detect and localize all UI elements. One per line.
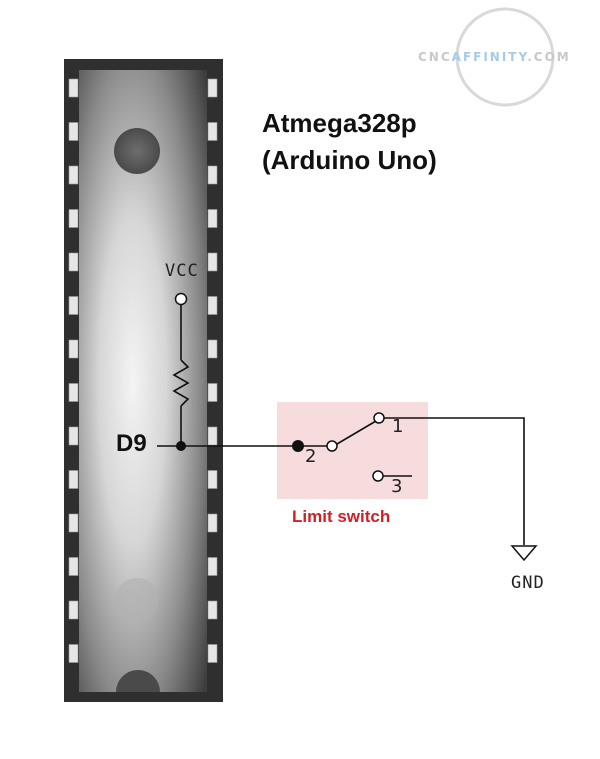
chip-orientation-dot	[114, 128, 160, 174]
limit-switch-label: Limit switch	[292, 507, 391, 526]
chip-title: Atmega328p	[262, 108, 417, 138]
ground-icon	[510, 545, 538, 562]
chip-pin-right-9	[207, 426, 218, 446]
chip-pin-left-14	[68, 644, 79, 663]
switch-terminal-2-label: 2	[305, 446, 317, 467]
chip-pin-left-6	[68, 296, 79, 315]
chip-pin-right-7	[207, 339, 218, 359]
chip-pins-right	[207, 78, 218, 663]
chip-pin-left-8	[68, 383, 79, 402]
chip-pin-left-13	[68, 600, 79, 620]
wire-gnd	[384, 417, 525, 545]
switch-terminal-2	[326, 440, 338, 452]
gnd-label: GND	[511, 573, 545, 593]
chip-pin-left-4	[68, 209, 79, 228]
chip-pin-left-10	[68, 470, 79, 489]
chip-pin-right-11	[207, 513, 218, 533]
chip-pin-right-12	[207, 557, 218, 576]
switch-terminal-3-label: 3	[391, 476, 403, 497]
chip-pin-right-4	[207, 209, 218, 228]
chip-pin-left-5	[68, 252, 79, 272]
chip-pin-right-2	[207, 122, 218, 141]
vcc-terminal	[174, 292, 188, 306]
watermark-text: CNCAFFINITY.COM	[418, 50, 571, 64]
junction-dot	[176, 441, 186, 451]
switch-terminal-3	[372, 470, 384, 482]
chip-pin-left-7	[68, 339, 79, 359]
chip-pin-left-9	[68, 426, 79, 446]
switch-terminal-1-label: 1	[392, 416, 404, 437]
switch-common-dot	[292, 440, 304, 452]
chip-atmega328p	[64, 59, 223, 702]
watermark-ring	[455, 7, 555, 107]
switch-icon	[336, 420, 377, 445]
chip-notch	[116, 670, 160, 692]
chip-pin-right-13	[207, 600, 218, 620]
chip-subtitle: (Arduino Uno)	[262, 145, 437, 175]
chip-pin-left-3	[68, 165, 79, 185]
chip-pin-right-14	[207, 644, 218, 663]
pin-label-d9: D9	[116, 430, 147, 457]
chip-pin-right-10	[207, 470, 218, 489]
resistor-icon	[172, 359, 190, 407]
switch-terminal-1	[373, 412, 385, 424]
chip-pin-right-5	[207, 252, 218, 272]
chip-pins-left	[68, 78, 79, 663]
chip-pin-left-12	[68, 557, 79, 576]
chip-pin-right-3	[207, 165, 218, 185]
chip-pin-right-6	[207, 296, 218, 315]
chip-pin-right-1	[207, 78, 218, 98]
chip-pin-left-2	[68, 122, 79, 141]
chip-dimple	[115, 578, 159, 622]
chip-pin-left-11	[68, 513, 79, 533]
chip-pin-left-1	[68, 78, 79, 98]
vcc-label: VCC	[165, 261, 199, 281]
chip-pin-right-8	[207, 383, 218, 402]
